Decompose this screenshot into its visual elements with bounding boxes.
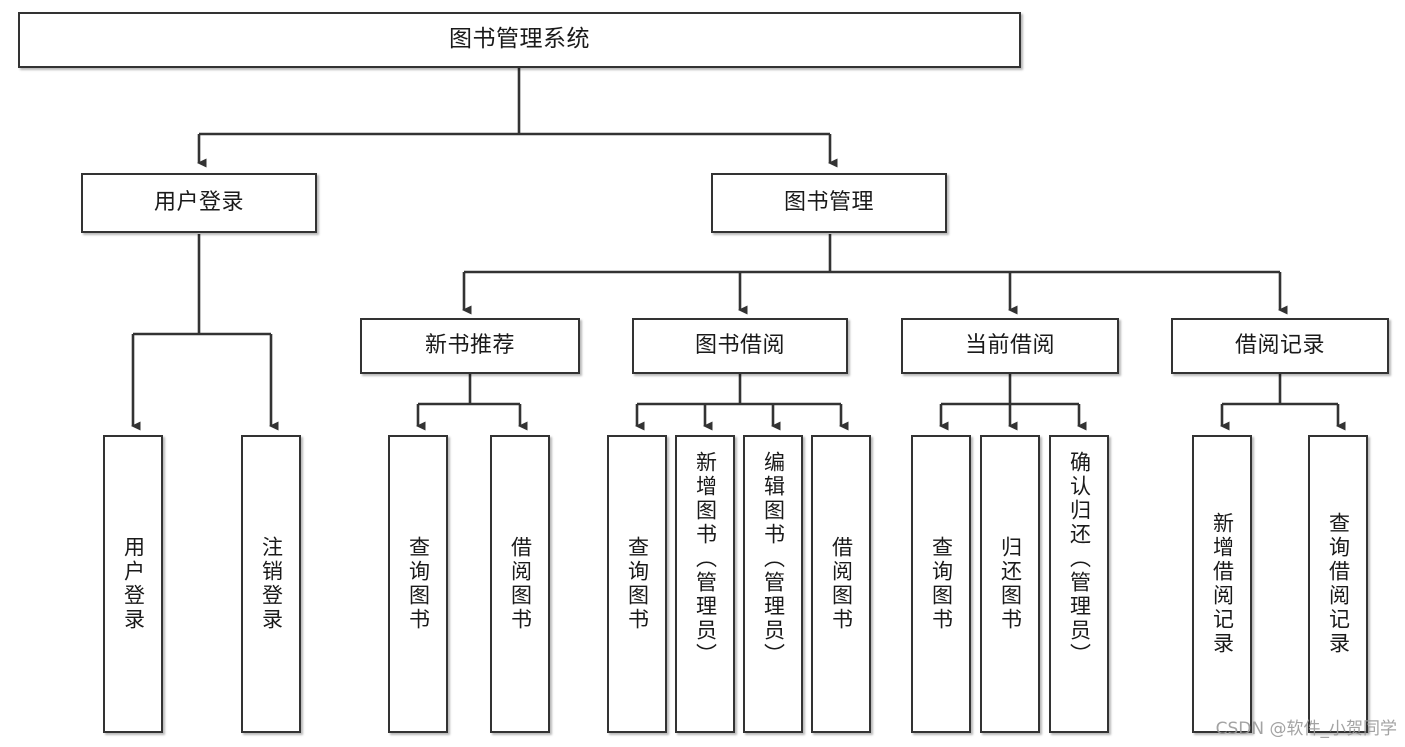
node-label: 图书管理 <box>783 190 874 216</box>
leaf-borrow-borrow-book[interactable]: 借阅图书 <box>811 435 871 733</box>
node-book-management[interactable]: 图书管理 <box>711 173 947 233</box>
leaf-current-confirm-return-admin[interactable]: 确认归还（管理员） <box>1049 435 1109 733</box>
node-label: 当前借阅 <box>964 333 1055 359</box>
leaf-newbook-query-book[interactable]: 查询图书 <box>388 435 448 733</box>
leaf-borrow-add-book-admin[interactable]: 新增图书（管理员） <box>675 435 735 733</box>
leaf-user-logout[interactable]: 注销登录 <box>241 435 301 733</box>
node-label: 借阅图书 <box>508 536 533 632</box>
node-label: 注销登录 <box>259 536 284 632</box>
node-label: 借阅图书 <box>829 536 854 632</box>
node-label: 归还图书 <box>998 536 1023 632</box>
leaf-record-add-record[interactable]: 新增借阅记录 <box>1192 435 1252 733</box>
node-new-book-recommend[interactable]: 新书推荐 <box>360 318 580 374</box>
leaf-record-query-record[interactable]: 查询借阅记录 <box>1308 435 1368 733</box>
leaf-current-query-book[interactable]: 查询图书 <box>911 435 971 733</box>
node-label: 新增借阅记录 <box>1210 512 1235 656</box>
node-label: 确认归还（管理员） <box>1067 451 1092 667</box>
node-user-login[interactable]: 用户登录 <box>81 173 317 233</box>
node-label: 用户登录 <box>121 536 146 632</box>
leaf-newbook-borrow-book[interactable]: 借阅图书 <box>490 435 550 733</box>
node-label: 查询图书 <box>406 536 431 632</box>
watermark-text: CSDN @软件_小贺同学 <box>1215 719 1397 739</box>
node-current-borrow[interactable]: 当前借阅 <box>901 318 1119 374</box>
node-label: 用户登录 <box>153 190 244 216</box>
node-borrow-record[interactable]: 借阅记录 <box>1171 318 1389 374</box>
node-label: 图书借阅 <box>694 333 785 359</box>
node-label: 新增图书（管理员） <box>693 451 718 667</box>
node-label: 编辑图书（管理员） <box>761 451 786 667</box>
node-label: 新书推荐 <box>424 333 515 359</box>
node-label: 查询借阅记录 <box>1326 512 1351 656</box>
node-root-system[interactable]: 图书管理系统 <box>18 12 1021 68</box>
node-book-borrow[interactable]: 图书借阅 <box>632 318 848 374</box>
node-label: 图书管理系统 <box>449 26 590 53</box>
node-label: 借阅记录 <box>1234 333 1325 359</box>
node-label: 查询图书 <box>625 536 650 632</box>
leaf-borrow-query-book[interactable]: 查询图书 <box>607 435 667 733</box>
leaf-user-login[interactable]: 用户登录 <box>103 435 163 733</box>
leaf-current-return-book[interactable]: 归还图书 <box>980 435 1040 733</box>
leaf-borrow-edit-book-admin[interactable]: 编辑图书（管理员） <box>743 435 803 733</box>
node-label: 查询图书 <box>929 536 954 632</box>
